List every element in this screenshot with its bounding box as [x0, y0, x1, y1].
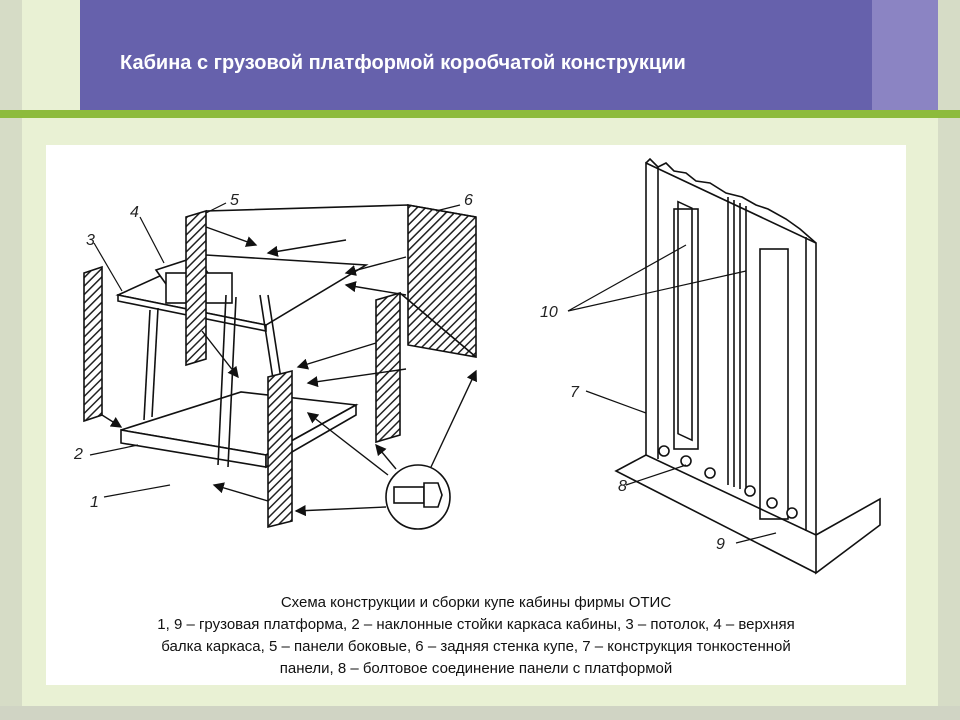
caption-line-2: 1, 9 – грузовая платформа, 2 – наклонные…	[157, 616, 795, 633]
title-bar	[80, 0, 872, 110]
label-8: 8	[618, 478, 627, 495]
side-panel-front	[267, 369, 293, 529]
label-9: 9	[716, 536, 725, 553]
title-bar-extension	[872, 0, 938, 110]
label-6: 6	[464, 192, 473, 209]
caption-title: Схема конструкции и сборки купе кабины ф…	[280, 594, 672, 611]
ceiling-panel	[115, 254, 369, 326]
diagram-figure: 3 4 5 6 2 1 10 7 8 9 Схема конструкции и…	[46, 145, 906, 685]
side-panel-5	[185, 209, 207, 367]
label-10: 10	[540, 304, 558, 321]
right-side-bar	[938, 0, 960, 720]
bottom-strip	[0, 706, 960, 720]
cabin-diagram: 3 4 5 6 2 1 10 7 8 9	[73, 157, 881, 575]
slide-title: Кабина с грузовой платформой коробчатой …	[120, 52, 686, 74]
bolt-row	[658, 445, 798, 519]
side-panel-left	[83, 265, 103, 423]
thin-wall-panel	[567, 157, 881, 575]
back-wall	[407, 204, 477, 358]
label-3: 3	[86, 232, 95, 249]
accent-line	[0, 110, 960, 118]
label-1: 1	[90, 494, 99, 511]
label-7: 7	[570, 384, 580, 401]
caption-line-3: балка каркаса, 5 – панели боковые, 6 – з…	[161, 638, 791, 655]
left-assembly	[83, 202, 477, 530]
left-side-bar	[0, 0, 22, 720]
label-2: 2	[73, 446, 83, 463]
label-4: 4	[130, 204, 139, 221]
side-panel-middle	[375, 291, 401, 444]
caption-line-4: панели, 8 – болтовое соединение панели с…	[279, 660, 673, 677]
label-5: 5	[230, 192, 239, 209]
